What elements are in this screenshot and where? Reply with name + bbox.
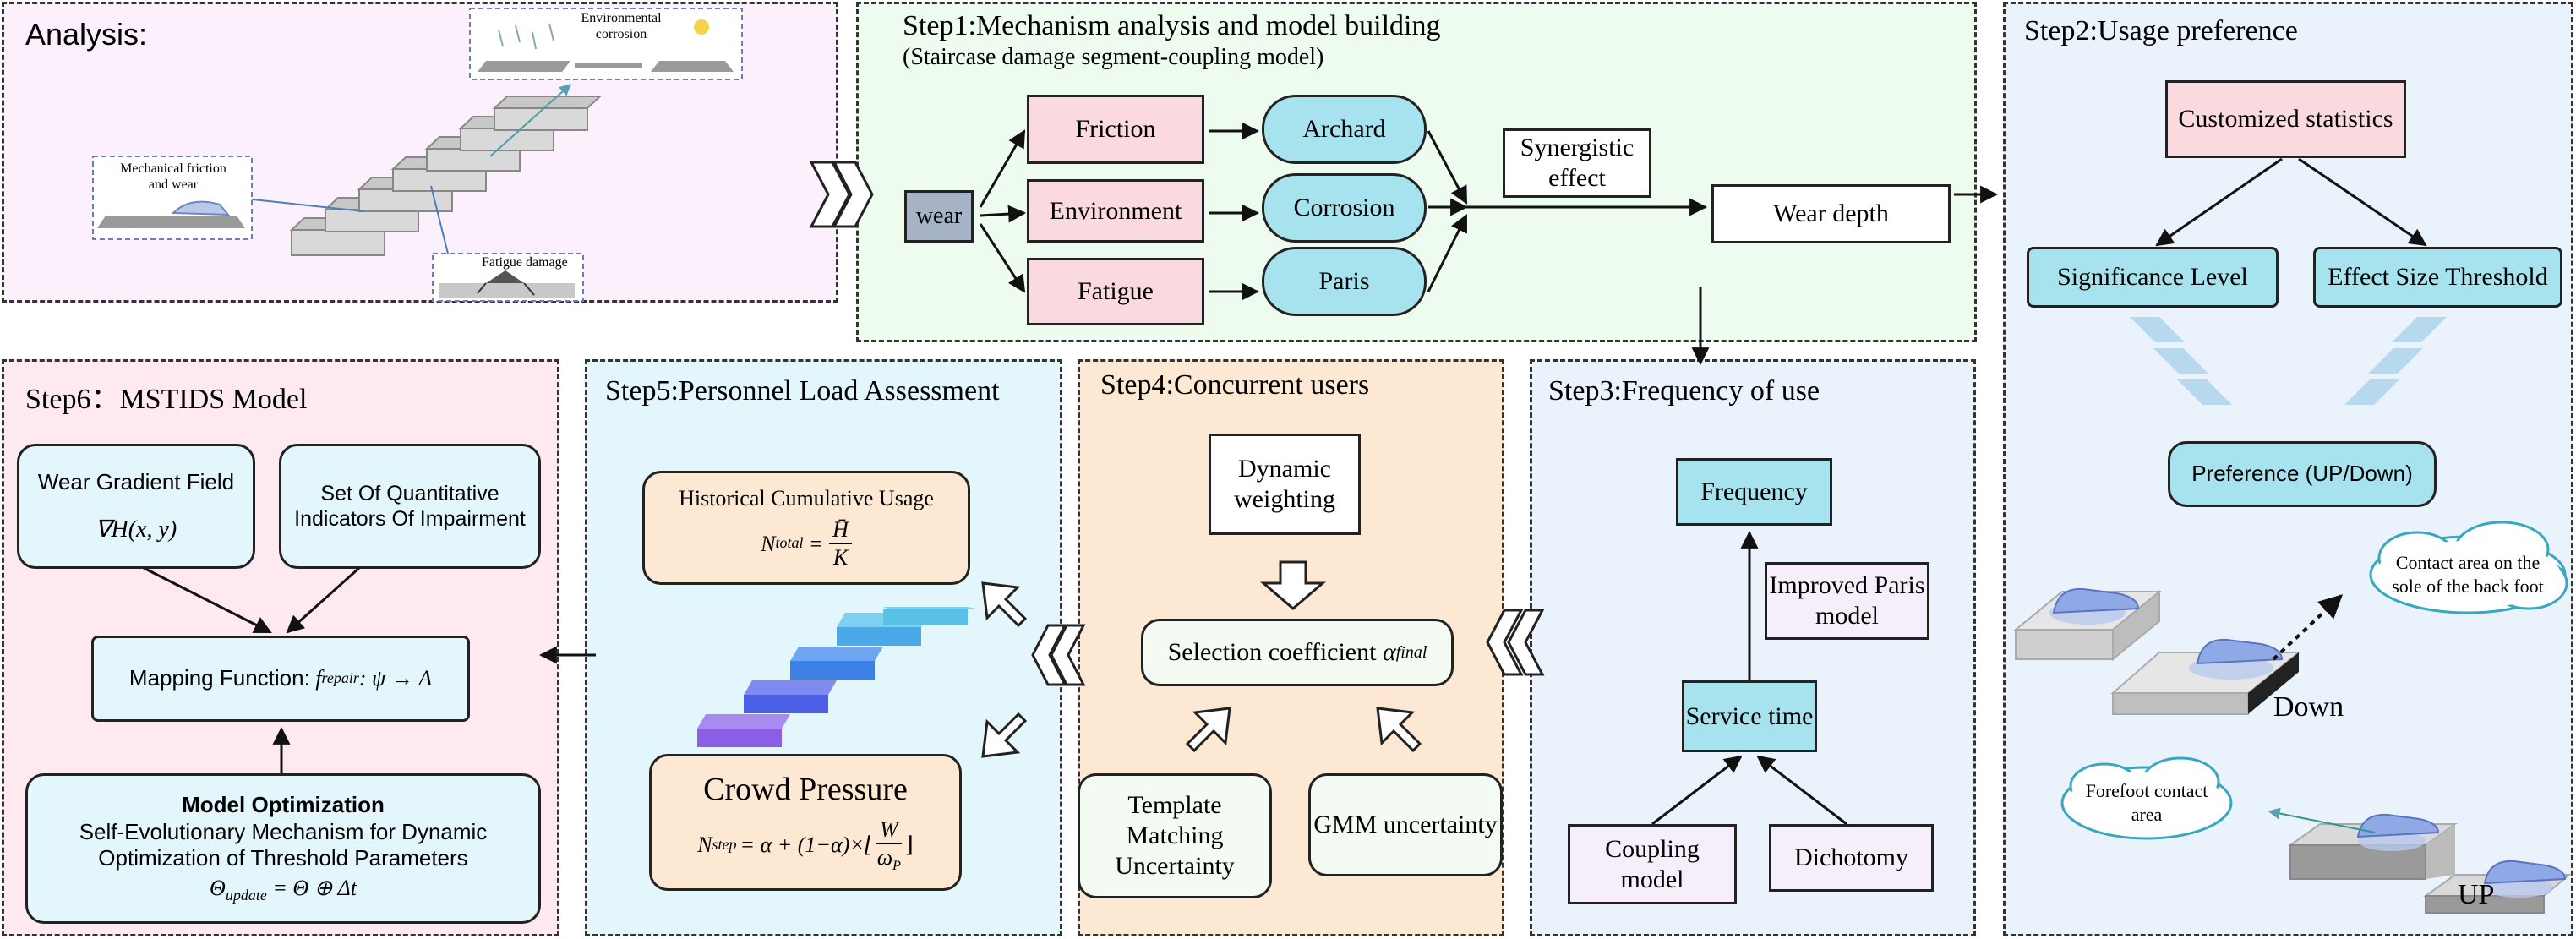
up-label: UP <box>2458 879 2495 910</box>
env-corrosion-label: Environmental corrosion <box>581 11 662 42</box>
floor-close: ⌋ <box>904 833 914 858</box>
down-label: Down <box>2273 691 2344 723</box>
equals-sign: = <box>810 531 823 556</box>
step1-title: Step1:Mechanism analysis and model build… <box>903 10 1441 41</box>
fatigue-inset <box>432 253 584 302</box>
corrosion-box: Corrosion <box>1262 173 1427 243</box>
effect-size-threshold-box: Effect Size Threshold <box>2313 247 2562 308</box>
f-subscript: repair <box>321 669 359 687</box>
alpha-symbol: α <box>1382 638 1396 666</box>
coupling-model-box: Coupling model <box>1568 824 1737 904</box>
crowd-label: Crowd Pressure <box>703 771 908 807</box>
analysis-title: Analysis: <box>25 17 148 52</box>
n-total-subscript: total <box>775 534 804 552</box>
chevron-right-icon <box>809 161 874 228</box>
chevron-left-icon <box>1031 624 1086 686</box>
model-opt-title: Model Optimization <box>182 792 385 818</box>
up-stairs-illustration <box>2268 807 2572 914</box>
selection-label: Selection coefficient <box>1167 638 1377 666</box>
synergistic-effect-box: Synergistic effect <box>1503 128 1651 198</box>
n-total-symbol: N <box>761 531 776 556</box>
dynamic-weighting-box: Dynamic weighting <box>1209 434 1361 535</box>
n-step-symbol: N <box>697 833 712 858</box>
fraction: W ωP <box>876 816 902 875</box>
colorful-stairs-illustration <box>697 607 976 747</box>
friction-inset <box>92 156 253 240</box>
alpha-subscript: final <box>1395 643 1427 662</box>
back-foot-cloud-text: Contact area on the sole of the back foo… <box>2392 552 2544 597</box>
significance-level-box: Significance Level <box>2027 247 2279 308</box>
wear-depth-box: Wear depth <box>1711 184 1951 243</box>
frequency-box: Frequency <box>1676 458 1832 526</box>
quantitative-indicators-box: Set Of Quantitative Indicators Of Impair… <box>279 444 541 569</box>
environment-box: Environment <box>1027 179 1204 243</box>
step5-title: Step5:Personnel Load Assessment <box>605 375 1000 407</box>
step6-title: Step6：MSTIDS Model <box>25 384 308 415</box>
improved-paris-box: Improved Paris model <box>1765 562 1929 640</box>
hollow-arrow-down-icon <box>1259 560 1327 610</box>
template-matching-box: Template Matching Uncertainty <box>1078 773 1272 898</box>
mech-friction-label: Mechanical friction and wear <box>120 161 226 193</box>
fatigue-damage-label: Fatigue damage <box>482 255 568 270</box>
staircase-illustration <box>244 84 603 256</box>
friction-box: Friction <box>1027 95 1204 164</box>
mapping-label: Mapping Function: <box>128 665 310 691</box>
theta-symbol: Θ <box>210 875 226 900</box>
step3-title: Step3:Frequency of use <box>1548 375 1820 407</box>
theta-formula: Θupdate = Θ ⊕ Δt <box>210 875 357 905</box>
service-time-box: Service time <box>1682 680 1817 752</box>
forefoot-cloud-text: Forefoot contact area <box>2085 780 2208 825</box>
model-optimization-box: Model Optimization Self-Evolutionary Mec… <box>25 773 541 924</box>
w-symbol: W <box>876 816 902 844</box>
wear-box: wear <box>904 190 974 243</box>
hollow-arrow-up-right-icon <box>1185 707 1422 753</box>
crowd-formula: = α + (1−α)×⌊ <box>740 833 873 858</box>
chevron-down-icon <box>2130 317 2447 405</box>
omega-group: ωP <box>877 844 901 874</box>
down-stairs-illustration <box>2013 587 2344 715</box>
customized-statistics-box: Customized statistics <box>2165 80 2406 158</box>
n-step-subscript: step <box>712 836 737 853</box>
theta-tail: = Θ ⊕ Δt <box>272 875 357 900</box>
gradient-formula: ∇H(x, y) <box>95 516 177 543</box>
fatigue-box: Fatigue <box>1027 258 1204 325</box>
hollow-arrow-icon <box>981 581 1028 758</box>
k-symbol: K <box>832 545 849 570</box>
corrosion-inset <box>469 8 743 80</box>
preference-box: Preference (UP/Down) <box>2168 441 2437 507</box>
gmm-uncertainty-box: GMM uncertainty <box>1308 773 1503 876</box>
step2-title: Step2:Usage preference <box>2024 15 2298 46</box>
archard-box: Archard <box>1262 95 1427 164</box>
paris-box: Paris <box>1262 247 1427 316</box>
historical-label: Historical Cumulative Usage <box>679 485 934 510</box>
self-evo-text: Self-Evolutionary Mechanism for Dynamic … <box>79 818 488 871</box>
f-symbol: f <box>315 666 322 691</box>
h-bar: H̄ <box>829 516 852 545</box>
fraction: H̄ K <box>829 516 852 570</box>
omega-subscript: P <box>892 858 901 873</box>
theta-subscript: update <box>225 887 267 904</box>
dichotomy-box: Dichotomy <box>1769 824 1934 892</box>
chevron-left-icon <box>1486 609 1545 676</box>
step4-title: Step4:Concurrent users <box>1100 369 1370 401</box>
mapping-tail: : ψ → A <box>358 666 433 691</box>
step1-subtitle: (Staircase damage segment-coupling model… <box>903 44 1324 70</box>
wear-gradient-label: Wear Gradient Field <box>37 468 235 494</box>
wear-gradient-box: Wear Gradient Field ∇H(x, y) <box>17 444 255 569</box>
omega-symbol: ω <box>876 844 893 870</box>
